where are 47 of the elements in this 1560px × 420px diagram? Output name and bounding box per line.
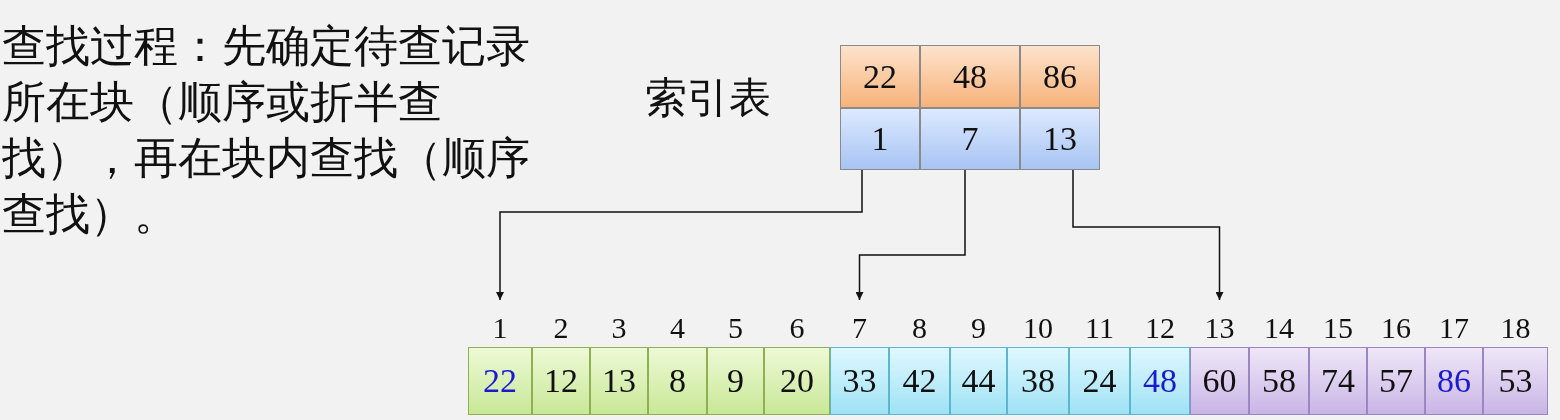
array-cell: 53 bbox=[1483, 347, 1548, 415]
array-cell: 12 bbox=[532, 347, 590, 415]
array-cell: 8 bbox=[648, 347, 707, 415]
position-number: 9 bbox=[950, 310, 1007, 346]
array-cell: 74 bbox=[1309, 347, 1367, 415]
arrow bbox=[496, 169, 863, 301]
array-cell: 60 bbox=[1190, 347, 1249, 415]
array-cell: 22 bbox=[468, 347, 532, 415]
arrow bbox=[855, 169, 966, 301]
position-number: 8 bbox=[889, 310, 950, 346]
index-start-cell: 13 bbox=[1020, 108, 1100, 170]
position-number: 3 bbox=[590, 310, 648, 346]
description-text: 查找过程：先确定待查记录所在块（顺序或折半查找），再在块内查找（顺序查找）。 bbox=[2, 19, 531, 241]
position-number: 12 bbox=[1130, 310, 1190, 346]
index-start-cell: 1 bbox=[840, 108, 920, 170]
position-number: 10 bbox=[1007, 310, 1069, 346]
position-number: 11 bbox=[1069, 310, 1130, 346]
array-cell: 58 bbox=[1249, 347, 1309, 415]
array-cell: 9 bbox=[707, 347, 764, 415]
position-number: 1 bbox=[468, 310, 532, 346]
array-cell: 57 bbox=[1367, 347, 1425, 415]
position-number: 5 bbox=[707, 310, 764, 346]
index-key-cell: 22 bbox=[840, 45, 920, 108]
arrow bbox=[1072, 169, 1224, 301]
position-number: 15 bbox=[1309, 310, 1367, 346]
array-cell: 44 bbox=[950, 347, 1007, 415]
index-key-cell: 86 bbox=[1020, 45, 1100, 108]
position-number: 17 bbox=[1425, 310, 1483, 346]
array-cell: 13 bbox=[590, 347, 648, 415]
table-title: 索引表 bbox=[645, 72, 771, 124]
position-number: 7 bbox=[830, 310, 889, 346]
position-number: 18 bbox=[1483, 310, 1548, 346]
array-cell: 42 bbox=[889, 347, 950, 415]
array-cell: 33 bbox=[830, 347, 889, 415]
index-start-cell: 7 bbox=[920, 108, 1020, 170]
position-number: 14 bbox=[1249, 310, 1309, 346]
position-number: 2 bbox=[532, 310, 590, 346]
position-number: 6 bbox=[764, 310, 830, 346]
array-cell: 86 bbox=[1425, 347, 1483, 415]
array-cell: 48 bbox=[1130, 347, 1190, 415]
position-number: 13 bbox=[1190, 310, 1249, 346]
index-key-cell: 48 bbox=[920, 45, 1020, 108]
array-cell: 24 bbox=[1069, 347, 1130, 415]
array-cell: 38 bbox=[1007, 347, 1069, 415]
position-number: 4 bbox=[648, 310, 707, 346]
array-cell: 20 bbox=[764, 347, 830, 415]
position-number: 16 bbox=[1367, 310, 1425, 346]
